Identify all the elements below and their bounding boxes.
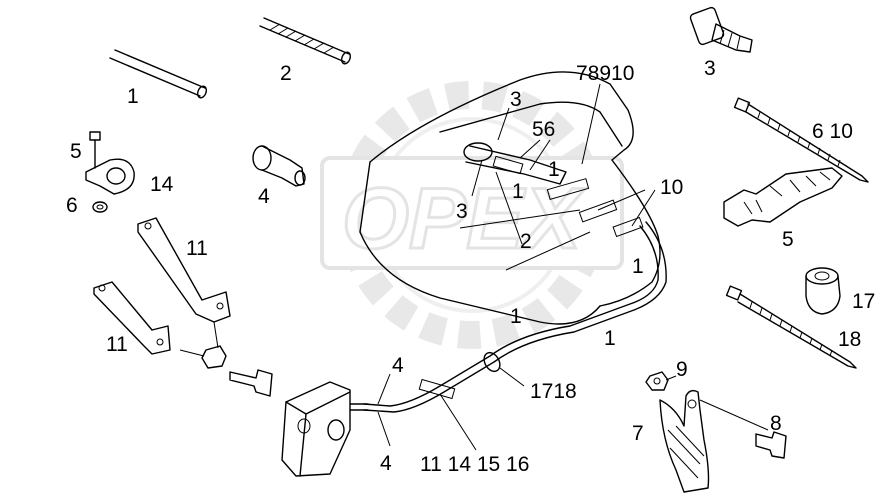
fuel-pump-unit <box>281 381 369 477</box>
cable-tie-6-10 <box>733 97 869 183</box>
label-4: 4 <box>258 185 270 208</box>
label-78910: 78910 <box>576 62 634 85</box>
label-5: 5 <box>782 228 794 251</box>
label-1: 1 <box>604 327 616 350</box>
nut-part-17 <box>805 267 841 315</box>
clip-strip-part-5 <box>723 167 843 227</box>
label-6: 6 <box>66 194 78 217</box>
callout-labels: 1 2 3 5 14 6 4 11 11 78910 3 56 1 1 3 2 … <box>66 57 875 476</box>
bracket-part-11-lower <box>93 281 171 355</box>
bracket-part-11-upper <box>137 217 231 323</box>
label-1: 1 <box>510 305 522 328</box>
label-3: 3 <box>510 88 522 111</box>
pipe-part-1 <box>109 49 208 99</box>
label-17: 17 <box>852 290 875 313</box>
label-3: 3 <box>456 200 468 223</box>
label-4: 4 <box>392 354 404 377</box>
bracket-part-7 <box>659 389 710 493</box>
label-9: 9 <box>676 358 688 381</box>
label-8: 8 <box>770 412 782 435</box>
connector-part-3 <box>689 6 753 53</box>
label-2: 2 <box>520 230 532 253</box>
label-10: 10 <box>660 176 683 199</box>
label-6-10: 6 10 <box>812 120 853 143</box>
label-1: 1 <box>548 158 560 181</box>
opex-watermark-logo: OPEX <box>320 81 624 349</box>
label-4: 4 <box>380 452 392 475</box>
label-2: 2 <box>280 62 292 85</box>
label-5: 5 <box>70 140 82 163</box>
label-7: 7 <box>632 422 644 445</box>
grommet-part-4 <box>252 145 306 187</box>
fuel-tank <box>359 71 661 325</box>
label-1: 1 <box>512 180 524 203</box>
label-1718: 1718 <box>530 380 577 403</box>
label-56: 56 <box>532 118 555 141</box>
nut-and-bolt-lower-left <box>201 345 273 397</box>
fuel-line <box>363 221 667 413</box>
label-1: 1 <box>632 255 644 278</box>
bolt-clamp-nut-5-14-6 <box>85 131 135 213</box>
washer-part-9 <box>645 371 669 391</box>
cable-tie-part-18 <box>725 285 857 369</box>
label-14: 14 <box>150 173 174 196</box>
leader-lines <box>179 83 769 451</box>
label-1: 1 <box>127 85 139 108</box>
braided-hose-part-2 <box>259 17 352 65</box>
label-18: 18 <box>838 328 861 351</box>
label-11: 11 <box>106 333 128 356</box>
label-3: 3 <box>704 57 716 80</box>
label-11: 11 <box>186 237 208 260</box>
label-11-14-15-16: 11 14 15 16 <box>420 453 529 476</box>
bolt-part-8 <box>755 431 787 459</box>
